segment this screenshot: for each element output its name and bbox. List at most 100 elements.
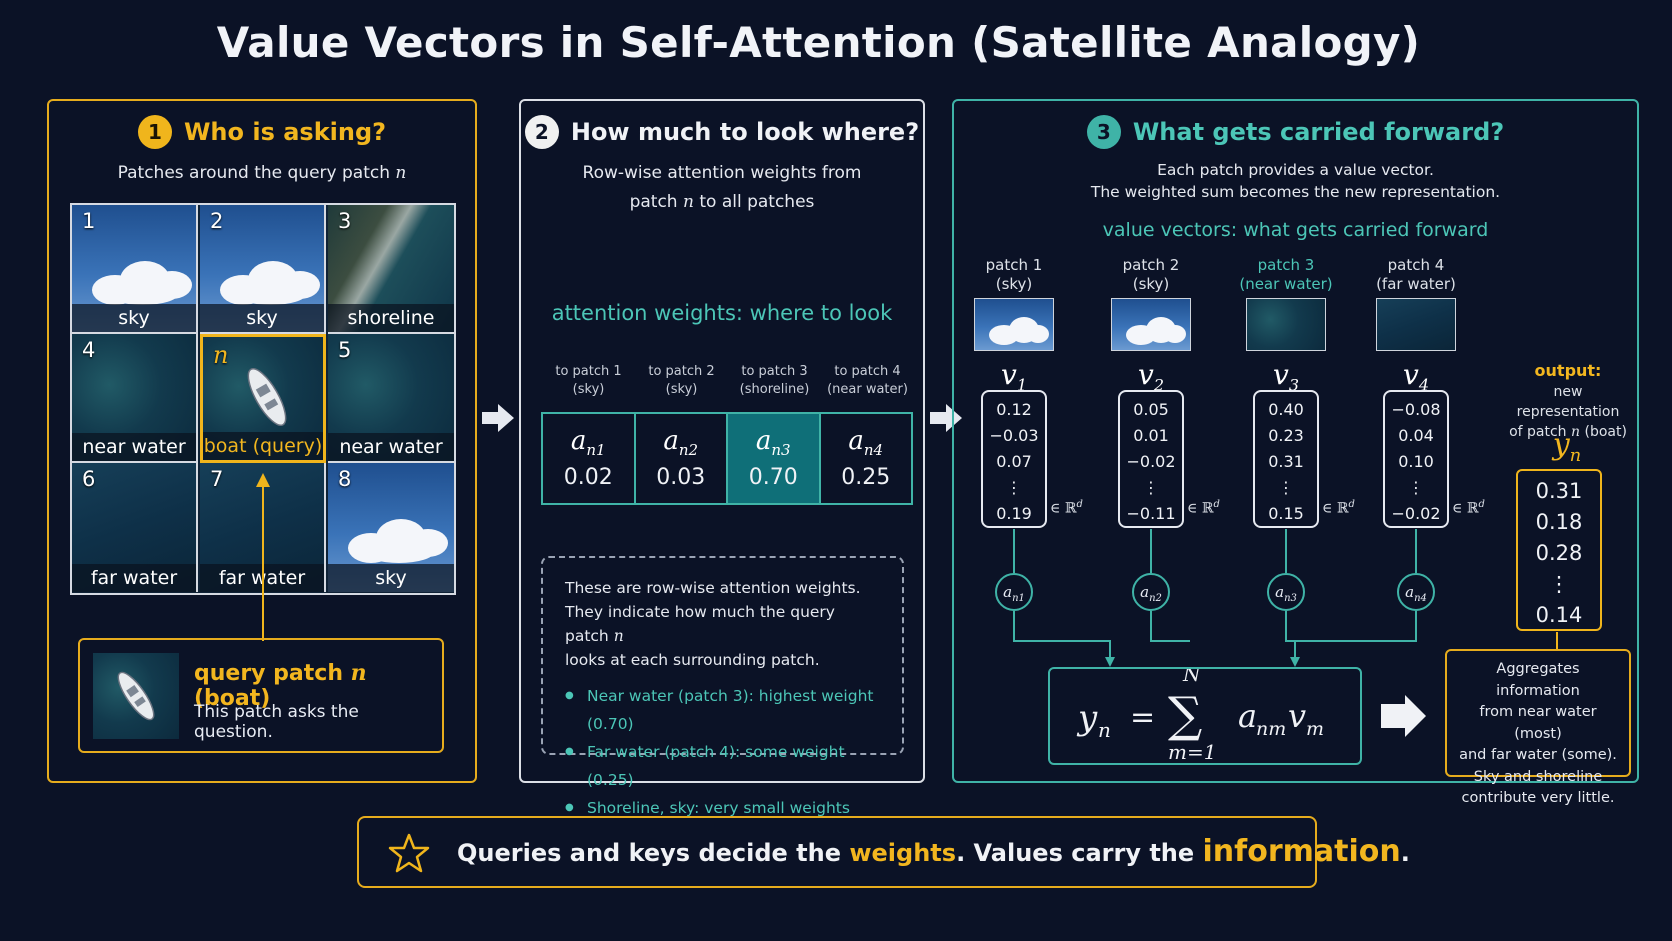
note-line3: looks at each surrounding patch. [565, 651, 820, 669]
formula-lhs-sub: n [1098, 718, 1111, 742]
weight-symbol-a: a [663, 426, 679, 456]
patch-label: far water [72, 564, 196, 592]
note-bullet: Shoreline, sky: very small weights [565, 794, 880, 822]
weight-symbol: an4 [821, 426, 912, 459]
value-vector-entry: 0.05 [1133, 400, 1169, 419]
aggregate-line: Aggregates information [1496, 661, 1580, 699]
summary-text: Queries and keys decide the weights. Val… [457, 818, 1410, 886]
grid-cell: 2 sky [200, 205, 326, 334]
summary-part5: . [1400, 839, 1410, 867]
patch-label: sky [200, 304, 324, 332]
formula-term-a-sub: nm [1256, 718, 1286, 740]
aggregate-line: from near water (most) [1479, 704, 1597, 742]
weight-symbol-sub: n3 [771, 441, 791, 460]
column-header-line2: (sky) [665, 382, 698, 397]
patch-number: 4 [82, 338, 96, 362]
column-header: to patch 4(near water) [820, 363, 915, 399]
note-line1: These are row-wise attention weights. [565, 579, 861, 597]
attention-weights-title: attention weights: where to look [551, 301, 893, 325]
column-header-line1: to patch 4 [834, 364, 901, 379]
formula-eq: = [1130, 700, 1155, 735]
attention-node-a: a [1405, 583, 1415, 601]
weight-value: 0.70 [748, 465, 798, 491]
value-vector-symbol-sub: 3 [1288, 375, 1299, 395]
patch-label: sky [72, 304, 196, 332]
attention-node-sub: n4 [1414, 593, 1427, 604]
step-2-badge: 2 [524, 115, 559, 149]
panel2-heading: How much to look where? [570, 118, 920, 146]
patch-number: 2 [210, 209, 224, 233]
column-header: to patch 3 (shoreline) [727, 363, 822, 399]
note-line2: They indicate how much the query patch n [565, 600, 880, 648]
weight-value: 0.02 [563, 465, 613, 491]
note-bullets: Near water (patch 3): highest weight (0.… [565, 682, 880, 822]
query-title-text: query patch [194, 661, 343, 686]
panel2-subtitle: Row-wise attention weights from patch n … [521, 159, 923, 217]
value-vector-symbol-v: v [1137, 358, 1154, 391]
real-space-label: ∈ ℝd [1187, 499, 1220, 517]
patch-label: boat (query) [203, 432, 323, 460]
panel2-subtitle-line1: Row-wise attention weights from [582, 163, 862, 183]
summary-weights: weights [849, 839, 957, 867]
panel-who-is-asking: 1 Who is asking? Patches around the quer… [47, 99, 477, 783]
attention-weight-node: an1 [995, 573, 1033, 611]
output-vector-entry: 0.18 [1535, 510, 1583, 534]
value-vector-symbol: v3 [1246, 358, 1326, 395]
panel3-subtitle-line1: Each patch provides a value vector. [1157, 161, 1434, 179]
value-vector-symbol-v: v [1272, 358, 1289, 391]
boat-thumbnail [93, 653, 179, 739]
panel-how-much-to-look: 2 How much to look where? Row-wise atten… [519, 99, 925, 822]
formula-svg: y n = N ∑ m=1 a nm v m [1076, 662, 1324, 764]
value-patch-header: patch 2(sky) [1096, 256, 1206, 294]
value-vector-entry: 0.12 [996, 400, 1032, 419]
page-title: Value Vectors in Self-Attention (Satelli… [216, 18, 1421, 67]
value-vector-entry: ⋮ [1143, 478, 1159, 497]
value-patch-header: patch 4(far water) [1361, 256, 1471, 294]
value-patch-header-line1: patch 3 [1257, 256, 1315, 274]
note-line2-var: n [613, 627, 624, 645]
output-symbol: yn [1532, 427, 1602, 466]
value-vector-entry: ⋮ [1278, 478, 1294, 497]
note-bullet: Far water (patch 4): some weight (0.25) [565, 738, 880, 794]
panel1-header: 1 Who is asking? [49, 115, 475, 149]
value-vector-entry: 0.23 [1268, 426, 1304, 445]
grid-cell: 6 far water [72, 463, 198, 592]
patch-number: 5 [338, 338, 352, 362]
cloud-shape [236, 283, 306, 305]
value-vector-symbol-sub: 4 [1418, 375, 1429, 395]
value-vector-entry: 0.40 [1268, 400, 1304, 419]
panel2-subtitle-line2: patch n to all patches [521, 188, 923, 217]
panel3-heading: What gets carried forward? [1132, 118, 1505, 146]
weight-symbol-sub: n2 [678, 441, 699, 460]
value-vector-entry: ⋮ [1408, 478, 1424, 497]
query-connector [256, 473, 270, 641]
value-vector-symbol: v1 [974, 358, 1054, 395]
summary-part1: Queries and keys decide the [457, 839, 850, 867]
value-patch-header-line2: (sky) [1132, 275, 1170, 293]
real-space-text: ∈ ℝ [1322, 500, 1349, 517]
value-vector-entry: −0.02 [1391, 504, 1441, 523]
value-vector-entry: −0.02 [1126, 452, 1176, 471]
real-space-sup: d [1076, 499, 1083, 510]
value-vector-symbol-v: v [1402, 358, 1419, 391]
attention-weight-node: an4 [1397, 573, 1435, 611]
column-header-line1: to patch 3 [741, 364, 808, 379]
output-symbol-sub: n [1569, 445, 1582, 466]
panel1-subtitle: Patches around the query patch n [49, 159, 475, 188]
patch-number: 7 [210, 467, 224, 491]
weight-symbol-a: a [848, 426, 864, 456]
output-label-line3: of patch n (boat) [1502, 422, 1634, 442]
column-header-line1: to patch 1 [555, 364, 622, 379]
panel3-header: 3 What gets carried forward? [954, 115, 1637, 149]
weight-symbol-sub: n4 [863, 441, 884, 460]
patch-number: 6 [82, 467, 96, 491]
query-title-var: n [350, 660, 367, 686]
column-header-line2: (shoreline) [739, 382, 810, 397]
value-patch-header-line2: (far water) [1376, 275, 1456, 293]
